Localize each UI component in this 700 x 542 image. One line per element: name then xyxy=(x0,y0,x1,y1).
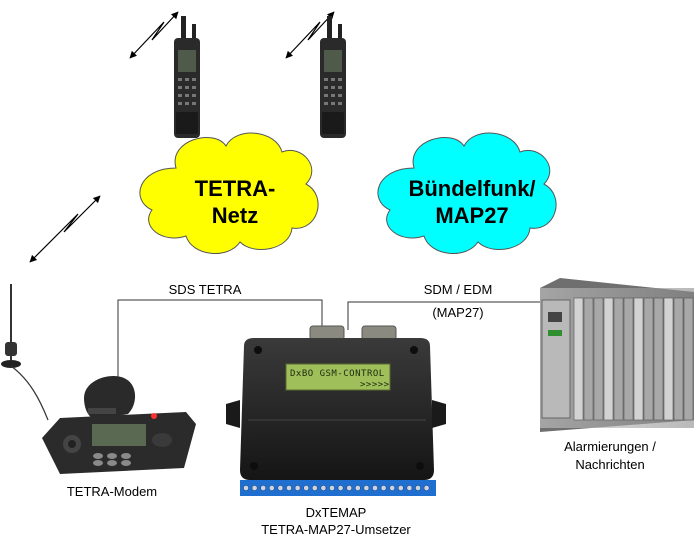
plc-module xyxy=(623,297,634,421)
plc-module xyxy=(573,297,584,421)
terminal-screw xyxy=(423,485,430,491)
terminal-screw xyxy=(303,485,310,491)
alarm-label-line2: Nachrichten xyxy=(575,457,644,472)
terminal-screw xyxy=(389,485,396,491)
plc-module xyxy=(653,297,664,421)
plc-module xyxy=(593,297,604,421)
sds-link-label: SDS TETRA xyxy=(169,282,242,297)
tetra-modem-label: TETRA-Modem xyxy=(67,484,157,499)
sdm-link-label-line2: (MAP27) xyxy=(432,305,483,320)
handheld-radio-icon xyxy=(320,16,346,138)
terminal-screw xyxy=(243,485,249,491)
connection-lines xyxy=(117,299,540,405)
lcd-line2: >>>>> xyxy=(360,380,390,390)
terminal-screw xyxy=(397,485,404,491)
terminal-screw xyxy=(415,485,421,491)
terminal-screw xyxy=(372,485,378,491)
terminal-screw xyxy=(277,485,284,491)
cloud-shape xyxy=(377,132,557,254)
terminal-screw xyxy=(406,485,413,491)
terminal-screw xyxy=(363,485,370,491)
sdm-link-line xyxy=(347,301,540,330)
plc-module xyxy=(673,297,684,421)
tetra-cloud-line2: Netz xyxy=(212,203,258,228)
radio-signal-icon xyxy=(129,11,179,59)
plc-module xyxy=(683,297,694,421)
alarm-label-line1: Alarmierungen / xyxy=(564,439,656,454)
device-title: DxTEMAP xyxy=(306,505,367,520)
terminal-screw xyxy=(346,485,353,491)
plc-rack: Alarmierungen / Nachrichten xyxy=(540,278,694,472)
buendelfunk-cloud: Bündelfunk/ MAP27 xyxy=(377,132,557,254)
antenna-icon xyxy=(1,284,49,421)
terminal-screw xyxy=(354,485,361,491)
device-subtitle: TETRA-MAP27-Umsetzer xyxy=(261,522,411,537)
sds-link-line xyxy=(117,299,323,405)
plc-module xyxy=(603,297,614,421)
terminal-screw xyxy=(320,485,327,491)
plc-module xyxy=(633,297,644,421)
lcd-line1: DxBO GSM-CONTROL xyxy=(290,369,385,379)
buendelfunk-cloud-line1: Bündelfunk/ xyxy=(408,176,535,201)
sdm-link-label-line1: SDM / EDM xyxy=(424,282,493,297)
terminal-screw xyxy=(294,485,301,491)
plc-module xyxy=(663,297,674,421)
cloud-shape xyxy=(139,132,319,254)
terminal-screw xyxy=(329,485,335,491)
microphone-icon xyxy=(84,376,136,420)
plc-module xyxy=(613,297,624,421)
radio-signal-icon xyxy=(29,195,101,263)
plc-module xyxy=(583,297,594,421)
terminal-screw xyxy=(311,485,318,491)
handheld-radio-icon xyxy=(174,16,200,138)
terminal-screw xyxy=(268,485,275,491)
tetra-cloud: TETRA- Netz xyxy=(139,132,319,254)
terminal-screw xyxy=(337,485,344,491)
tetra-cloud-line1: TETRA- xyxy=(195,176,276,201)
terminal-screw xyxy=(251,485,258,491)
tetra-modem-device: TETRA-Modem xyxy=(42,376,196,499)
lcd-display xyxy=(285,363,391,391)
terminal-screw xyxy=(286,485,292,491)
plc-module xyxy=(643,297,654,421)
buendelfunk-cloud-line2: MAP27 xyxy=(435,203,508,228)
terminal-screw xyxy=(260,485,267,491)
radio-signal-icon xyxy=(285,11,335,59)
terminal-screw xyxy=(380,485,387,491)
dxtemap-converter: DxBO GSM-CONTROL >>>>> DxTEMAP TETRA-MAP… xyxy=(226,325,446,537)
